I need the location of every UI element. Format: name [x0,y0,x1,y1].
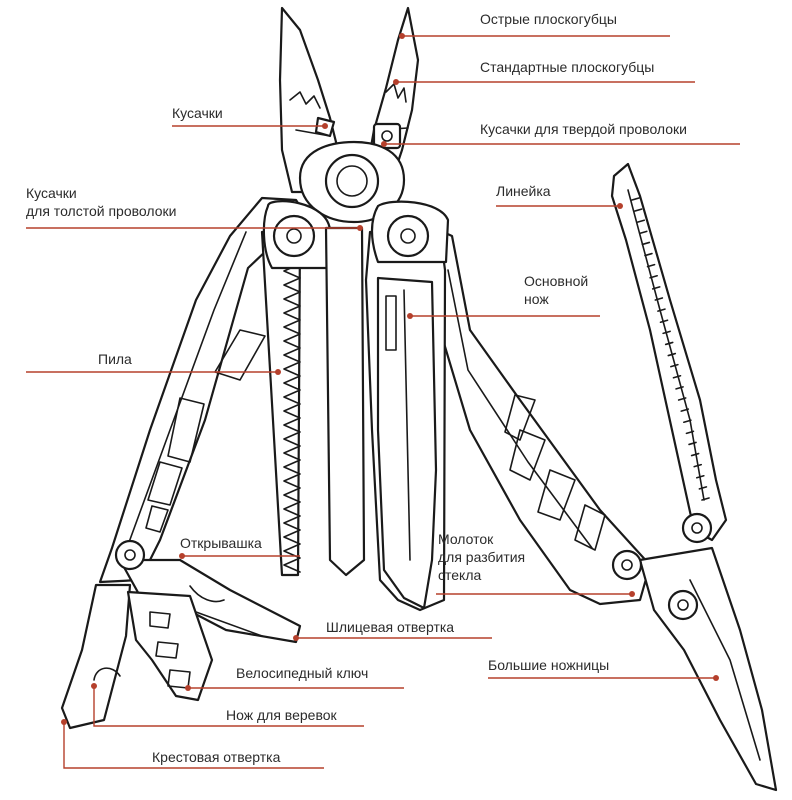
label-sharp-pliers: Острые плоскогубцы [480,10,617,28]
label-thick-wire-cutters: Кусачки для толстой проволоки [26,184,176,220]
label-ruler: Линейка [496,182,551,200]
label-bottle-opener: Открывашка [180,534,262,552]
label-rope-knife: Нож для веревок [226,706,337,724]
label-hard-wire-cutters: Кусачки для твердой проволоки [480,120,687,138]
right-bolster [372,202,448,262]
main-knife [366,232,445,610]
label-glass-breaker: Молоток для разбития стекла [438,530,525,584]
label-large-scissors: Большие ножницы [488,656,609,674]
label-bike-wrench: Велосипедный ключ [236,664,368,682]
saw-blade [262,232,300,575]
label-flat-screwdriver: Шлицевая отвертка [326,618,454,636]
label-standard-pliers: Стандартные плоскогубцы [480,58,654,76]
center-channel [326,228,364,575]
label-main-knife: Основной нож [524,272,588,308]
label-saw: Пила [98,350,132,368]
label-cutters: Кусачки [172,104,223,122]
ruler-and-scissors [612,164,776,790]
lower-left-tools [62,541,300,728]
label-phillips-screwdriver: Крестовая отвертка [152,748,280,766]
